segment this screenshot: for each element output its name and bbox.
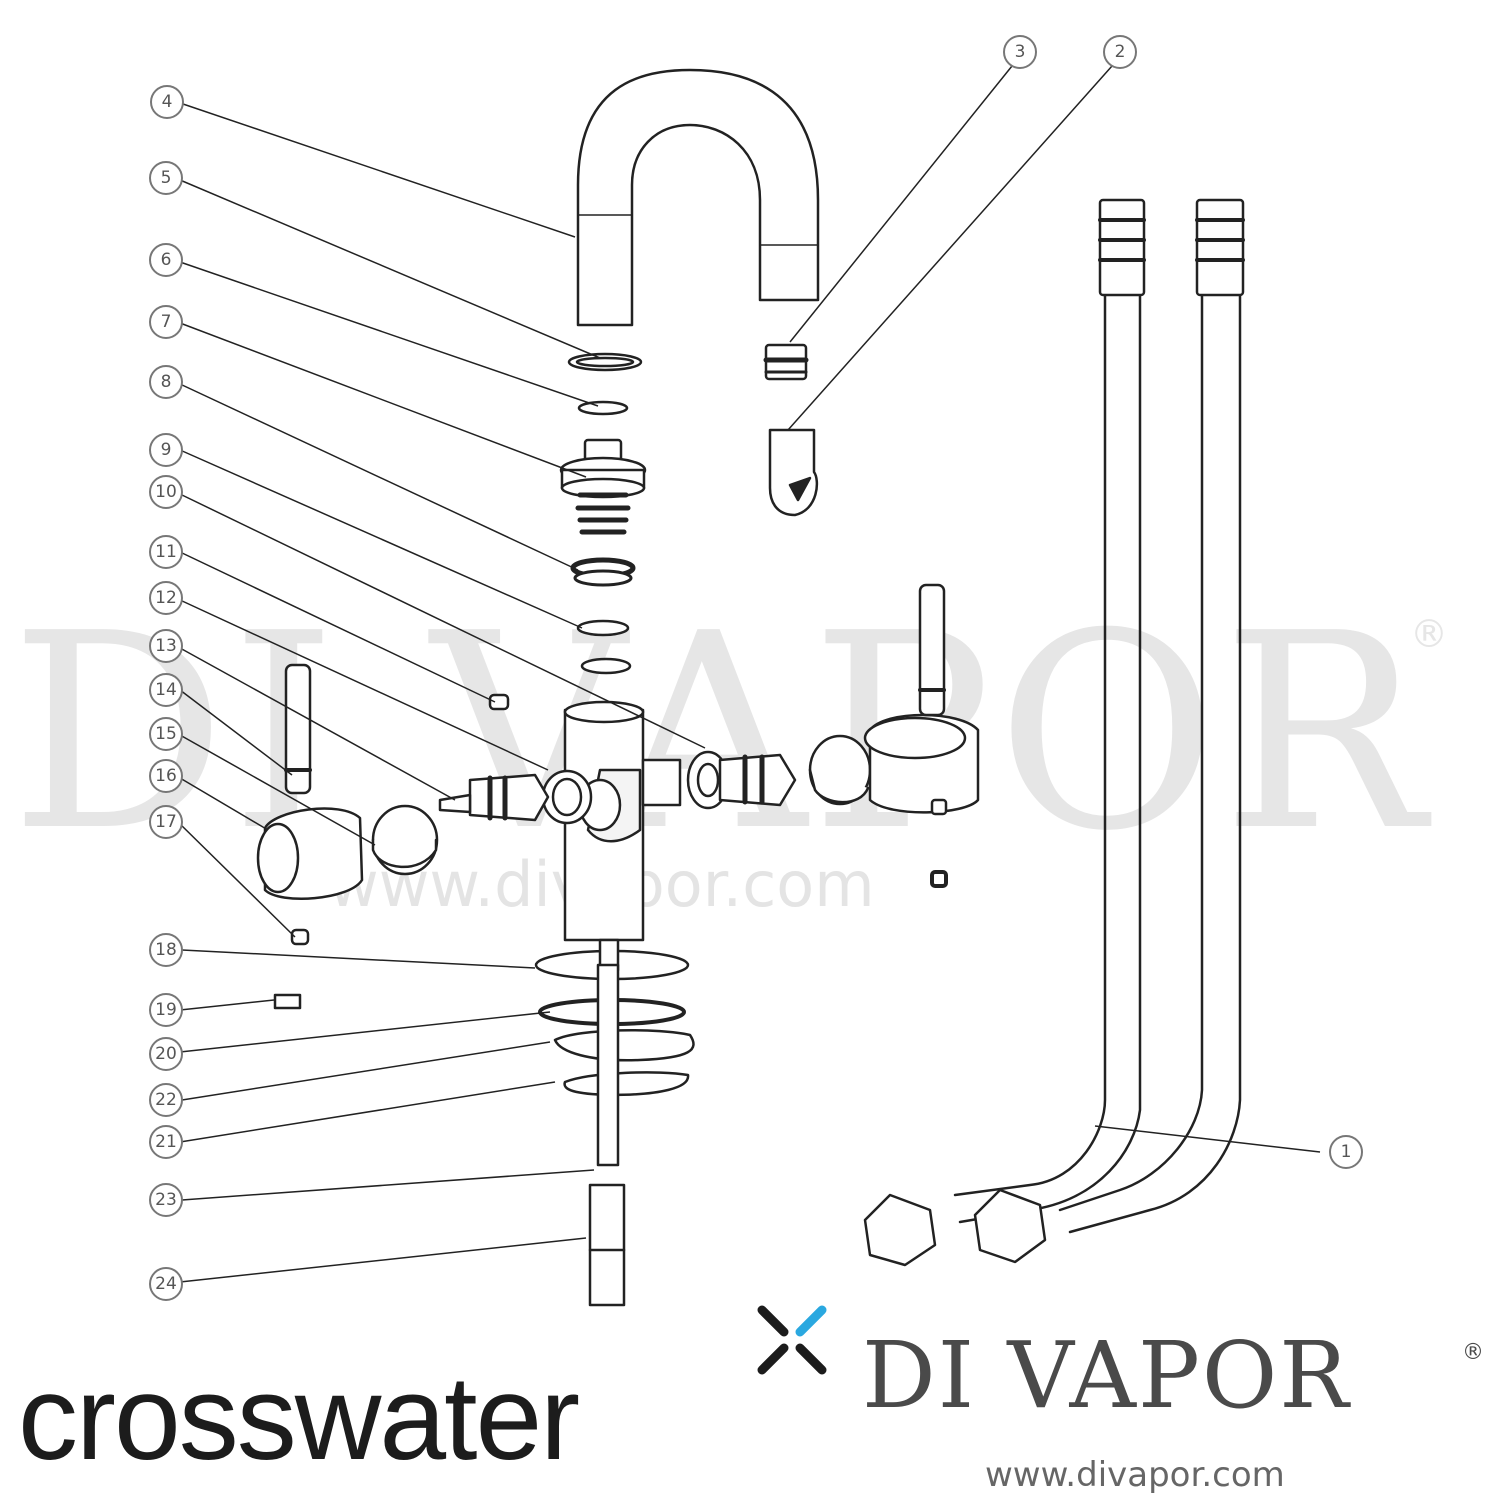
divapor-registered-mark: ®: [1462, 1340, 1484, 1365]
callout-11: [149, 535, 183, 569]
callout-21: [149, 1125, 183, 1159]
callout-label-16: 16: [155, 766, 177, 786]
callout-label-1: 1: [1341, 1142, 1352, 1162]
callout-label-18: 18: [155, 940, 177, 960]
callout-label-15: 15: [155, 724, 177, 744]
aerator-key-part: [768, 428, 819, 517]
spout-part: [576, 68, 820, 327]
callout-17: [149, 805, 183, 839]
divapor-url: www.divapor.com: [985, 1455, 1285, 1495]
callout-label-21: 21: [155, 1132, 177, 1152]
watermark-divapor: DI VAPOR: [10, 575, 1429, 890]
callout-23: [149, 1183, 183, 1217]
callout-24: [149, 1267, 183, 1301]
callout-label-23: 23: [155, 1190, 177, 1210]
callout-label-8: 8: [161, 372, 172, 392]
callout-20: [149, 1037, 183, 1071]
callout-18: [149, 933, 183, 967]
callout-9: [149, 433, 183, 467]
callout-19: [149, 993, 183, 1027]
callout-8: [149, 365, 183, 399]
o-ring-part: [577, 400, 629, 416]
callout-label-19: 19: [155, 1000, 177, 1020]
callout-10: [149, 475, 183, 509]
callout-label-11: 11: [155, 542, 177, 562]
callout-label-6: 6: [161, 250, 172, 270]
callout-label-22: 22: [155, 1090, 177, 1110]
callout-label-7: 7: [161, 312, 172, 332]
callout-3: [1003, 35, 1037, 69]
callout-label-5: 5: [161, 168, 172, 188]
callout-7: [149, 305, 183, 339]
callout-label-3: 3: [1015, 42, 1026, 62]
crosswater-x-icon: [757, 1305, 827, 1375]
callout-label-2: 2: [1115, 42, 1126, 62]
callout-4: [150, 85, 184, 119]
callout-label-10: 10: [155, 482, 177, 502]
callout-label-20: 20: [155, 1044, 177, 1064]
callout-label-9: 9: [161, 440, 172, 460]
callout-label-12: 12: [155, 588, 177, 608]
divapor-logo-text: DI VAPOR: [862, 1322, 1351, 1429]
callout-12: [149, 581, 183, 615]
callout-14: [149, 673, 183, 707]
flexible-hose-left: [953, 208, 1107, 1197]
crosswater-logo-text: crosswater: [18, 1351, 580, 1485]
callout-label-4: 4: [162, 92, 173, 112]
callout-6: [149, 243, 183, 277]
callout-label-14: 14: [155, 680, 177, 700]
watermark-registered-mark: ®: [1410, 612, 1448, 656]
flexible-hose-right: [1058, 208, 1204, 1212]
callout-15: [149, 717, 183, 751]
fixing-nut-part: [588, 1183, 626, 1307]
callout-22: [149, 1083, 183, 1117]
callout-label-13: 13: [155, 636, 177, 656]
callout-5: [149, 161, 183, 195]
callout-label-17: 17: [155, 812, 177, 832]
callout-2: [1103, 35, 1137, 69]
callout-16: [149, 759, 183, 793]
callout-label-24: 24: [155, 1274, 177, 1294]
o-ring-part: [567, 352, 643, 372]
callout-1: [1329, 1135, 1363, 1169]
callout-13: [149, 629, 183, 663]
